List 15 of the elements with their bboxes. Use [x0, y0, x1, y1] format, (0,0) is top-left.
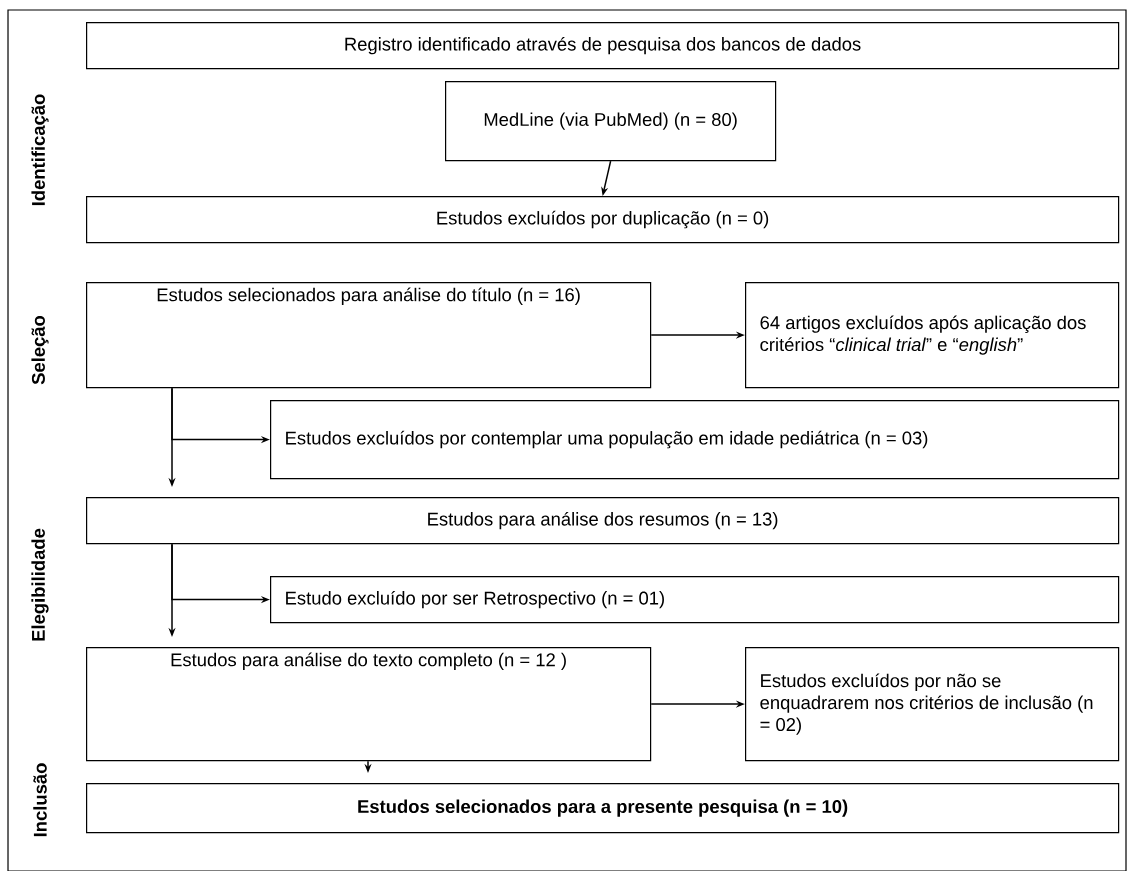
process-box: Estudos para análise do texto completo (n = 12 ) — [86, 647, 652, 762]
stage-label: Seleção — [31, 315, 49, 385]
process-box: Estudos selecionados para análise do título (n = 16) — [86, 282, 652, 389]
result-box: Estudos selecionados para a presente pesquisa (n = 10) — [86, 783, 1120, 834]
stage-label: Elegibilidade — [31, 528, 49, 641]
exclusion-box: Estudos excluídos por contemplar uma população em idade pediátrica (n = 03) — [270, 400, 1120, 480]
source-box: MedLine (via PubMed) (n = 80) — [445, 81, 777, 162]
exclusion-box: Estudos excluídos por não se enquadrarem nos critérios de inclusão (n = 02) — [745, 647, 1120, 762]
process-box: Registro identificado através de pesquisa dos bancos de dados — [86, 22, 1120, 70]
stage-label: Inclusão — [33, 763, 47, 837]
process-box: Estudos excluídos por duplicação (n = 0) — [86, 196, 1120, 244]
process-box: Estudos para análise dos resumos (n = 13) — [86, 497, 1120, 545]
exclusion-box: Estudo excluído por ser Retrospectivo (n = 01) — [270, 576, 1120, 624]
exclusion-box: 64 artigos excluídos após aplicação dos critérios “clinical trial” e “english” — [745, 282, 1120, 389]
stage-label: Identificação — [31, 94, 49, 206]
